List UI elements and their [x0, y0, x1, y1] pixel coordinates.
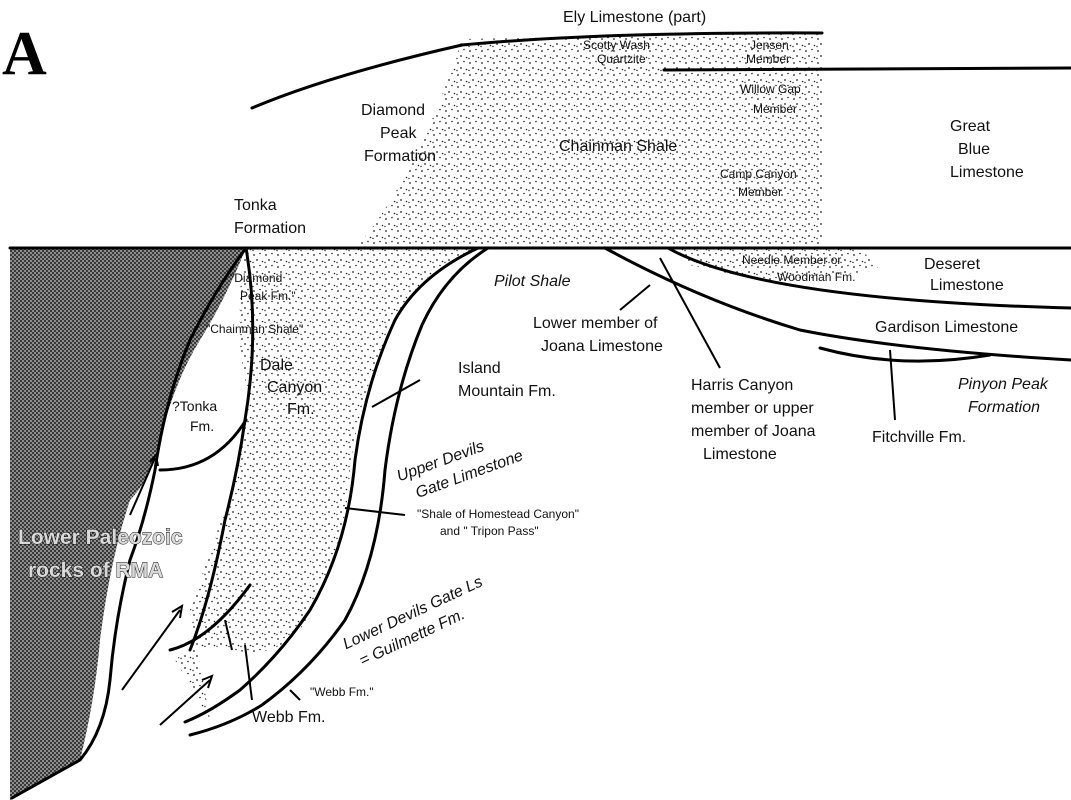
label-great-blue-2: Blue [958, 141, 990, 158]
label-webb: Webb Fm. [252, 709, 326, 726]
label-deseret-1: Deseret [924, 256, 981, 273]
label-diamond-peak-3: Formation [364, 148, 436, 165]
label-q-chainman: "Chainman Shale" [206, 322, 303, 336]
label-q-tonka-1: ?Tonka [172, 398, 217, 414]
label-lower-joana-1: Lower member of [533, 315, 658, 332]
label-needle-1: Needle Member or [742, 253, 841, 267]
label-scotty-wash-1: Scotty Wash [583, 38, 650, 52]
panel-label: A [2, 20, 47, 88]
label-great-blue-3: Limestone [950, 164, 1024, 181]
label-needle-2: Woodman Fm. [777, 270, 855, 284]
label-homestead-1: "Shale of Homestead Canyon" [417, 507, 579, 521]
label-lower-joana-2: Joana Limestone [541, 338, 663, 355]
label-camp-canyon-2: Member [738, 185, 782, 199]
label-tonka-2: Formation [234, 220, 306, 237]
label-pinyon-2: Formation [968, 399, 1040, 416]
label-jensen-1: Jensen [750, 38, 789, 52]
label-q-tonka-2: Fm. [190, 418, 214, 434]
label-dale-canyon-2: Canyon [267, 379, 322, 396]
label-q-diamond-2: Peak Fm." [240, 289, 296, 303]
label-rma-1: Lower Paleozoic [18, 526, 183, 549]
label-diamond-peak-2: Peak [380, 125, 417, 142]
label-q-diamond-1: "Diamond [230, 271, 282, 285]
label-island-mountain-2: Mountain Fm. [458, 383, 556, 400]
label-island-mountain-1: Island [458, 360, 501, 377]
label-willow-gap-2: Member [753, 102, 797, 116]
label-scotty-wash-2: Quartzite [597, 52, 646, 66]
label-harris-2: member or upper [691, 400, 814, 417]
label-pinyon-1: Pinyon Peak [958, 376, 1049, 393]
label-willow-gap-1: Willow Gap [740, 82, 801, 96]
label-ely-limestone: Ely Limestone (part) [563, 9, 706, 26]
label-harris-3: member of Joana [691, 423, 816, 440]
label-jensen-2: Member [746, 52, 790, 66]
label-diamond-peak-1: Diamond [361, 102, 425, 119]
label-tonka-1: Tonka [234, 197, 277, 214]
label-q-webb: "Webb Fm." [310, 685, 374, 699]
label-pilot-shale: Pilot Shale [494, 273, 571, 290]
label-deseret-2: Limestone [930, 277, 1004, 294]
label-dale-canyon-3: Fm. [287, 401, 315, 418]
label-camp-canyon-1: Camp Canyon [720, 167, 797, 181]
label-homestead-2: and " Tripon Pass" [440, 524, 539, 538]
label-fitchville: Fitchville Fm. [872, 429, 966, 446]
label-gardison: Gardison Limestone [875, 319, 1018, 336]
label-dale-canyon-1: Dale [260, 357, 293, 374]
label-great-blue-1: Great [950, 118, 991, 135]
label-harris-1: Harris Canyon [691, 377, 793, 394]
label-rma-2: rocks of RMA [28, 559, 163, 582]
label-chainman-shale: Chainman Shale [559, 138, 677, 155]
label-harris-4: Limestone [703, 446, 777, 463]
